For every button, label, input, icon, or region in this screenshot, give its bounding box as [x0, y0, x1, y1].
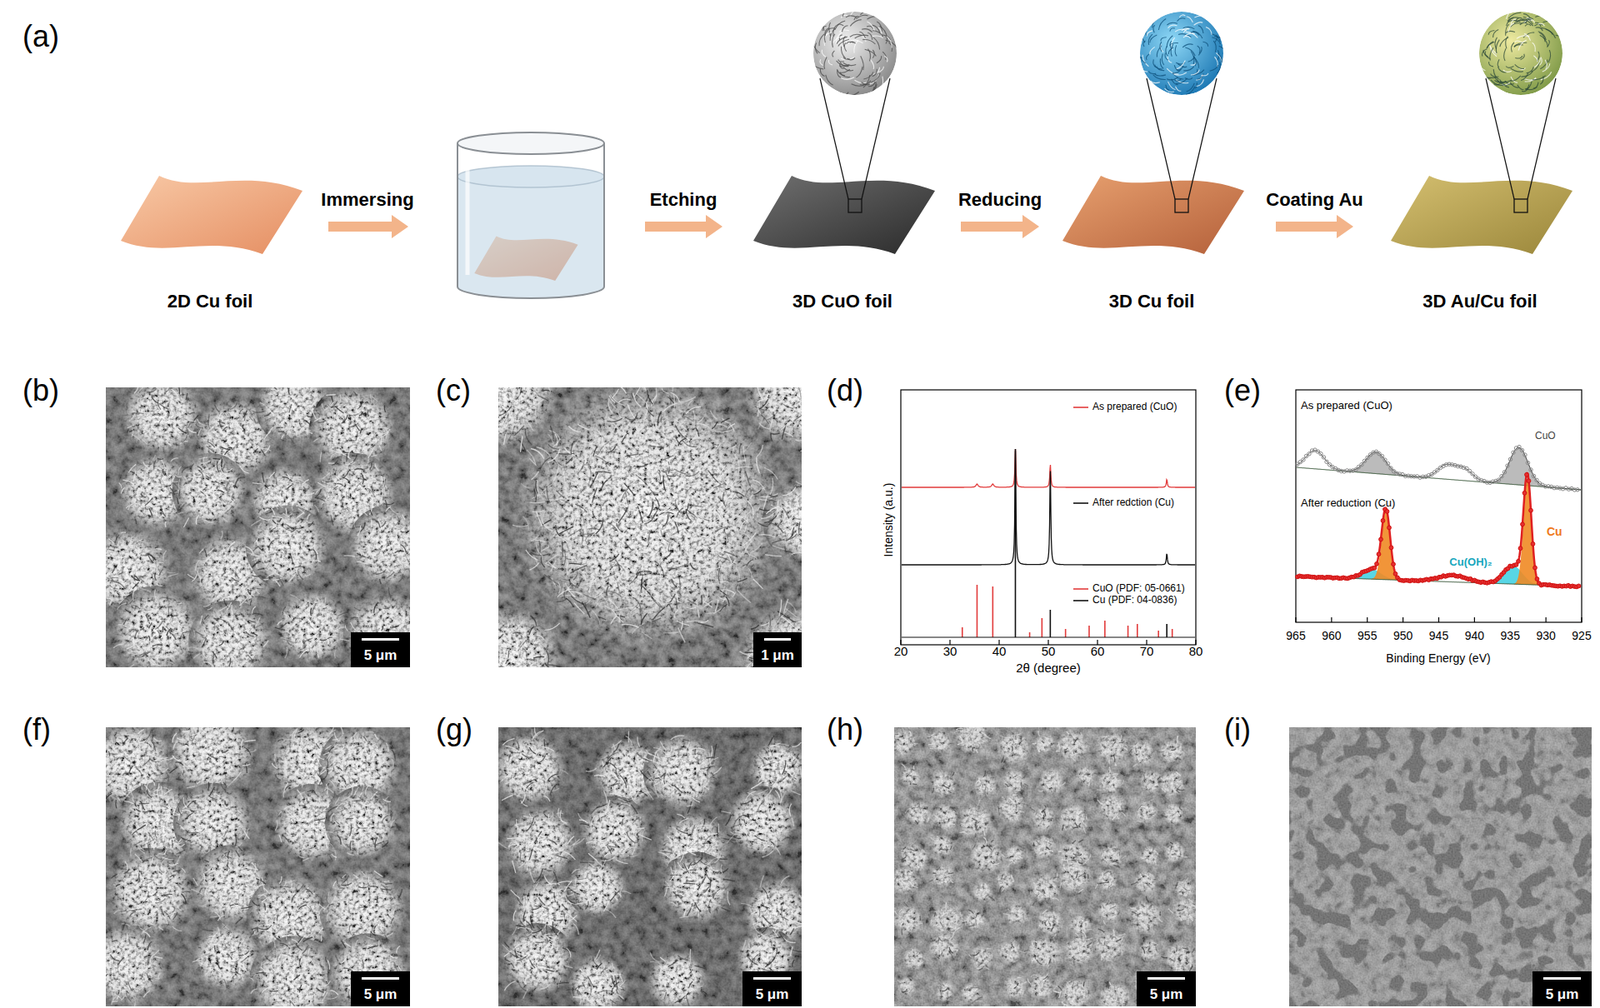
- sem-clusters: [105, 387, 410, 668]
- sem-grain: [498, 387, 802, 668]
- sem-clusters: [498, 387, 802, 668]
- sem-ground: [105, 727, 410, 1007]
- drawn-content: [85, 5, 1592, 1008]
- sem-image: [105, 727, 410, 1007]
- glass-highlight: [465, 158, 470, 275]
- beaker-rim: [457, 132, 605, 155]
- solution-surface: [457, 165, 605, 188]
- process-arrow: [328, 215, 409, 239]
- sem-ground: [105, 387, 410, 668]
- sem-texture: [105, 387, 410, 668]
- beaker-wall: [457, 143, 605, 299]
- sem-ground: [498, 387, 802, 668]
- beaker: [457, 132, 605, 299]
- sem-texture: [498, 387, 802, 668]
- solution: [457, 165, 605, 299]
- sem-image: [498, 387, 802, 668]
- sem-grain: [105, 387, 410, 668]
- sem-image: [105, 387, 410, 668]
- process-arrow: [645, 215, 723, 239]
- sem-clusters: [105, 727, 410, 1007]
- sem-texture: [105, 727, 410, 1007]
